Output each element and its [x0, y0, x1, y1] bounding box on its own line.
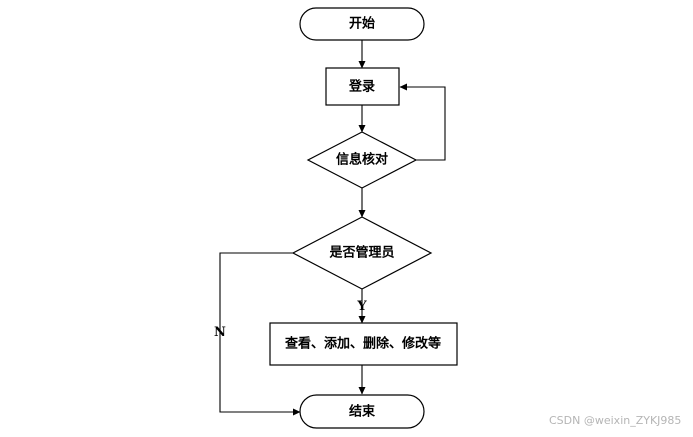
watermark-text: CSDN @weixin_ZYKJ985 — [549, 414, 682, 427]
edge-is-admin-no-to-end — [219, 252, 301, 416]
edge-label-yes: Y — [356, 299, 367, 314]
login-process: 登录 — [325, 67, 400, 106]
verify-decision: 信息核对 — [306, 131, 418, 189]
verify-label: 信息核对 — [336, 152, 388, 168]
start-label: 开始 — [349, 16, 375, 32]
edge-verify-loop-back-to-login — [399, 83, 446, 161]
start-terminal: 开始 — [299, 7, 425, 41]
edge-label-no: N — [214, 325, 226, 340]
is-admin-decision: 是否管理员 — [291, 216, 433, 290]
actions-label: 查看、添加、删除、修改等 — [284, 336, 441, 352]
actions-process: 查看、添加、删除、修改等 — [269, 322, 458, 366]
is-admin-label: 是否管理员 — [328, 245, 394, 261]
end-terminal: 结束 — [299, 394, 425, 429]
login-label: 登录 — [348, 79, 375, 95]
end-label: 结束 — [349, 404, 376, 420]
